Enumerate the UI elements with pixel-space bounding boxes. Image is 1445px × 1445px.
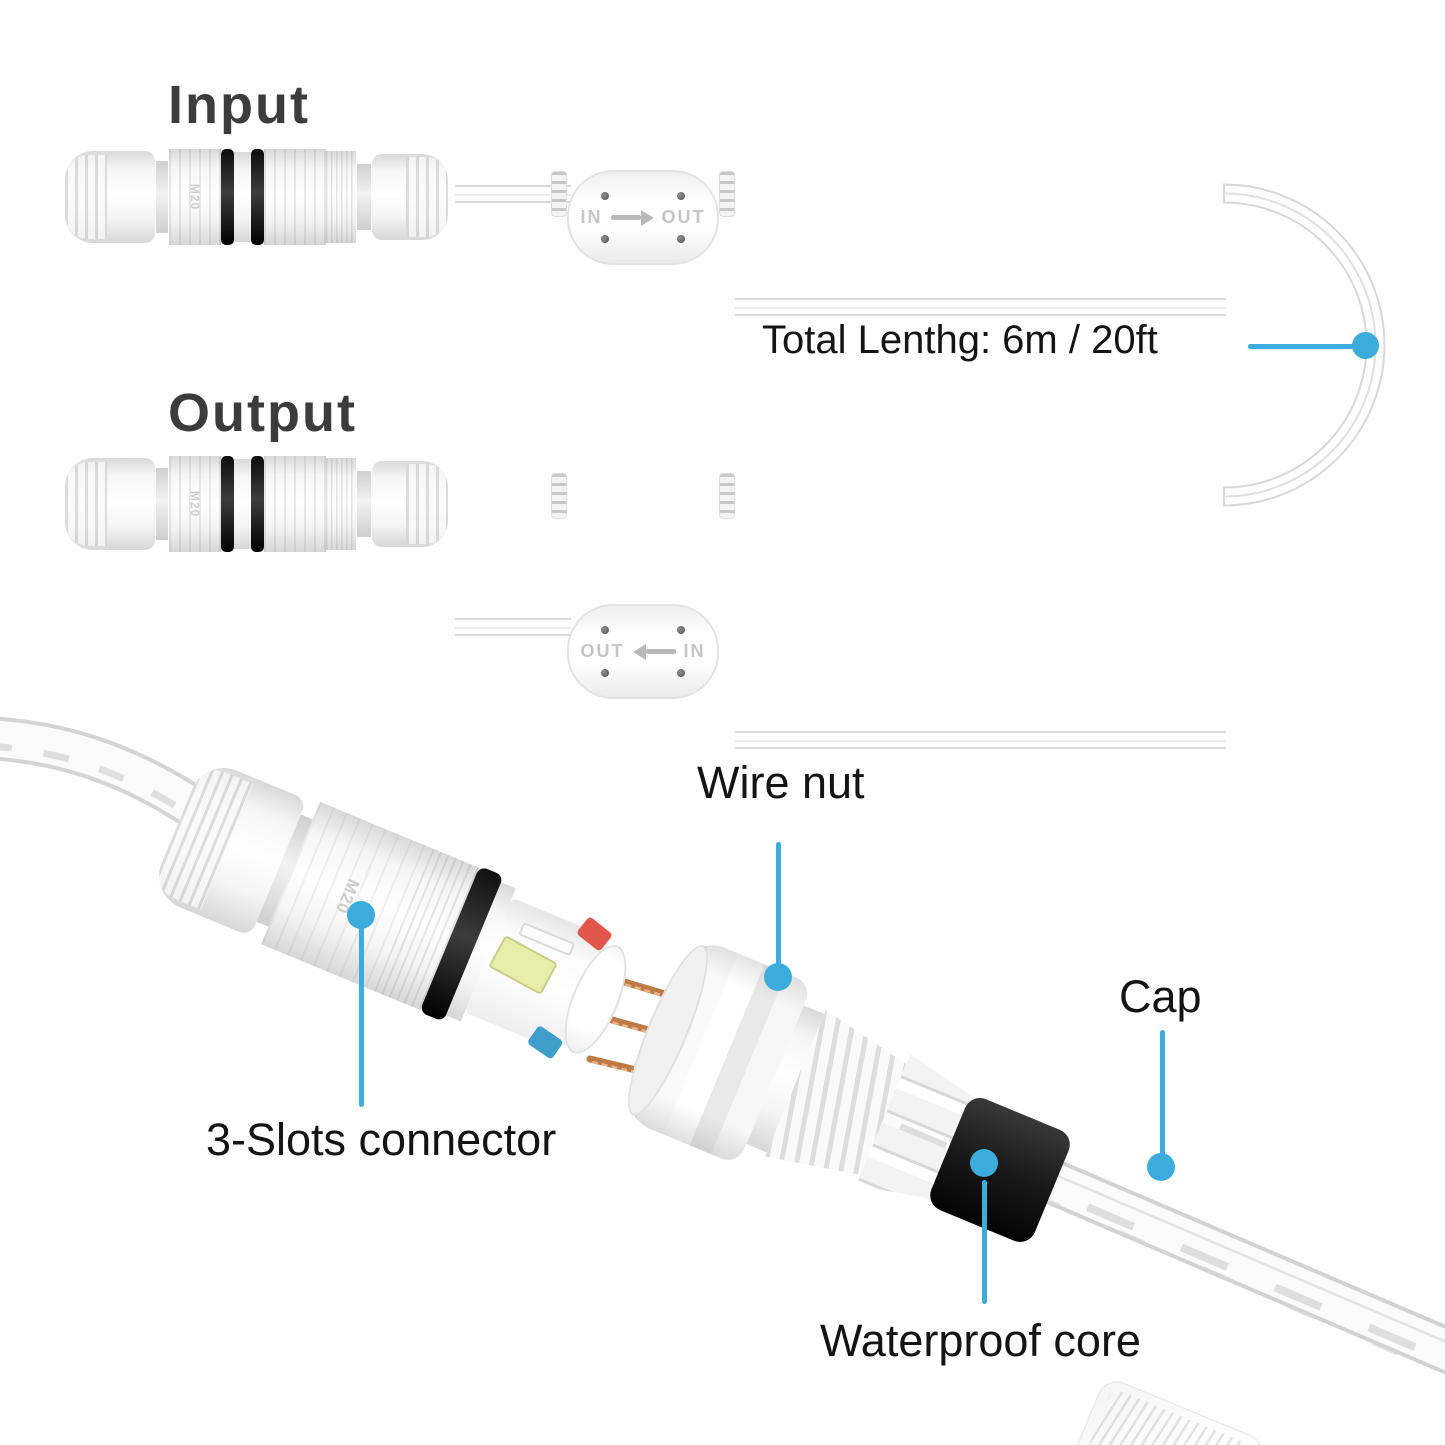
callout-dot — [764, 963, 792, 991]
cable-segment — [455, 618, 571, 636]
gland-neck — [156, 468, 168, 540]
callout-dot — [347, 901, 375, 929]
inline-controller-top: IN OUT — [567, 170, 719, 265]
gland-thread-segment — [326, 458, 356, 550]
waterproof-core-label: Waterproof core — [820, 1315, 1141, 1366]
callout-line — [776, 842, 781, 974]
gland-ribbed-segment — [264, 456, 326, 552]
input-connector: M20 — [65, 148, 460, 246]
callout-line — [982, 1180, 987, 1304]
gland-spacer — [234, 459, 251, 549]
output-connector: M20 — [65, 455, 460, 553]
cap-ridges — [406, 157, 448, 237]
screw-dot-icon — [601, 192, 609, 200]
inline-controller-bottom: OUT IN — [567, 604, 719, 699]
callout-line — [1248, 344, 1356, 349]
blue-slot-tab — [526, 1024, 564, 1060]
screw-dot-icon — [677, 192, 685, 200]
screw-dot-icon — [677, 235, 685, 243]
cable-segment — [735, 298, 1226, 316]
in-label: IN — [580, 207, 603, 227]
gland-cap-right — [372, 461, 448, 547]
callout-dot — [970, 1149, 998, 1177]
gland-ribbed-segment: M20 — [169, 456, 221, 552]
arrow-right-icon — [610, 209, 654, 226]
strain-relief-nub — [719, 473, 735, 519]
gland-neck — [156, 161, 168, 233]
m20-marking: M20 — [188, 183, 202, 211]
m20-marking: M20 — [188, 490, 202, 518]
strain-relief-nub — [551, 171, 567, 217]
out-label: OUT — [661, 207, 706, 227]
o-ring — [221, 149, 234, 245]
gland-cap-right — [372, 154, 448, 240]
in-label: IN — [683, 641, 706, 661]
o-ring — [221, 456, 234, 552]
arrow-left-icon — [632, 643, 676, 660]
strain-relief-nub — [719, 171, 735, 217]
cap-label: Cap — [1119, 971, 1202, 1022]
slots-connector-label: 3-Slots connector — [206, 1114, 557, 1165]
callout-dot — [1147, 1153, 1175, 1181]
screw-dot-icon — [601, 235, 609, 243]
gland-cap-left — [65, 458, 155, 550]
out-label: OUT — [580, 641, 625, 661]
callout-line — [1160, 1030, 1165, 1158]
screw-dot-icon — [677, 669, 685, 677]
o-ring — [251, 149, 264, 245]
screw-dot-icon — [677, 626, 685, 634]
wire-nut-label: Wire nut — [697, 757, 865, 808]
input-heading: Input — [168, 75, 310, 135]
output-heading: Output — [168, 383, 357, 443]
gland-ribbed-segment — [264, 149, 326, 245]
cable-segment — [455, 185, 571, 203]
screw-dot-icon — [601, 669, 609, 677]
callout-dot — [1352, 332, 1379, 359]
gland-cap-left — [65, 151, 155, 243]
cap-ridges — [65, 461, 107, 547]
screw-dot-icon — [601, 626, 609, 634]
cable-segment — [735, 731, 1226, 749]
callout-line — [359, 917, 364, 1107]
cap-ridges — [65, 154, 107, 240]
gland-ribbed-segment: M20 — [169, 149, 221, 245]
total-length-label: Total Lenthg: 6m / 20ft — [762, 318, 1158, 362]
o-ring — [251, 456, 264, 552]
gland-spacer — [234, 152, 251, 242]
strain-relief-nub — [551, 473, 567, 519]
gland-neck — [357, 164, 371, 230]
gland-thread-segment — [326, 151, 356, 243]
gland-neck — [357, 471, 371, 537]
cap-ridges — [406, 464, 448, 544]
cable-loop — [1223, 183, 1386, 507]
cable-print-marks — [0, 743, 178, 810]
